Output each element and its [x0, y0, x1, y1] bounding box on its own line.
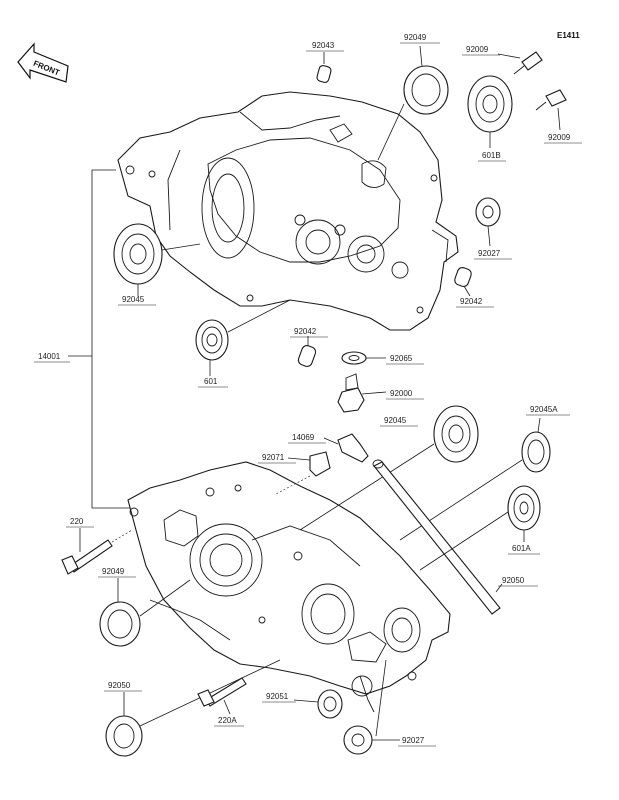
fitting-14069 — [323, 433, 369, 463]
washer-92027-top — [475, 197, 501, 247]
label-92049-bottom: 92049 — [102, 567, 125, 576]
label-92042-middle: 92042 — [294, 327, 317, 336]
label-220: 220 — [70, 517, 84, 526]
bearing-601B — [467, 75, 513, 148]
label-92009-right: 92009 — [548, 133, 571, 142]
label-220A: 220A — [218, 716, 237, 725]
bearing-601 — [195, 299, 291, 376]
label-92051: 92051 — [266, 692, 289, 701]
label-92049-top: 92049 — [404, 33, 427, 42]
label-92009-top: 92009 — [466, 45, 489, 54]
dowel-pin-92042-middle — [297, 336, 317, 367]
bolt-220A — [197, 677, 247, 715]
label-14001: 14001 — [38, 352, 61, 361]
washer-92027-bottom — [343, 659, 400, 755]
diagram-code: E1411 — [557, 31, 580, 40]
label-14069: 14069 — [292, 433, 315, 442]
label-92043: 92043 — [312, 41, 335, 50]
lower-crankcase-half — [127, 461, 451, 713]
seal-92051 — [293, 689, 343, 719]
bearing-92045-middle — [299, 405, 479, 531]
bearing-601A — [419, 485, 541, 571]
upper-crankcase-half — [117, 91, 459, 331]
label-92027-top: 92027 — [478, 249, 501, 258]
crankcase-set-bracket — [68, 169, 130, 509]
label-92050-pipe: 92050 — [502, 576, 525, 585]
oil-seal-92049-top — [377, 45, 449, 161]
dowel-pin-92043 — [316, 52, 332, 83]
label-601: 601 — [204, 377, 218, 386]
plug-92000 — [337, 373, 387, 413]
screw-92009-right — [535, 89, 567, 131]
washer-92065 — [341, 351, 386, 365]
label-92027-bottom: 92027 — [402, 736, 425, 745]
bearing-92045A — [399, 417, 551, 541]
dowel-pin-92042-right — [454, 267, 472, 297]
label-92071: 92071 — [262, 453, 285, 462]
screw-92009-top — [497, 51, 543, 75]
bearing-92045-left — [113, 223, 201, 296]
front-arrow-icon: FRONT — [17, 42, 69, 83]
bolt-220 — [61, 528, 133, 575]
clip-92071 — [275, 451, 331, 495]
label-92065: 92065 — [390, 354, 413, 363]
oil-seal-92049-bottom — [99, 578, 191, 647]
label-92042-right: 92042 — [460, 297, 483, 306]
label-92045-middle: 92045 — [384, 416, 407, 425]
label-92045A: 92045A — [530, 405, 558, 414]
label-601B: 601B — [482, 151, 501, 160]
label-92000: 92000 — [390, 389, 413, 398]
oil-seal-92050-bottom — [105, 659, 281, 757]
label-92045-left: 92045 — [122, 295, 145, 304]
label-92050-seal: 92050 — [108, 681, 131, 690]
label-601A: 601A — [512, 544, 531, 553]
oil-pipe-92050 — [372, 459, 503, 615]
